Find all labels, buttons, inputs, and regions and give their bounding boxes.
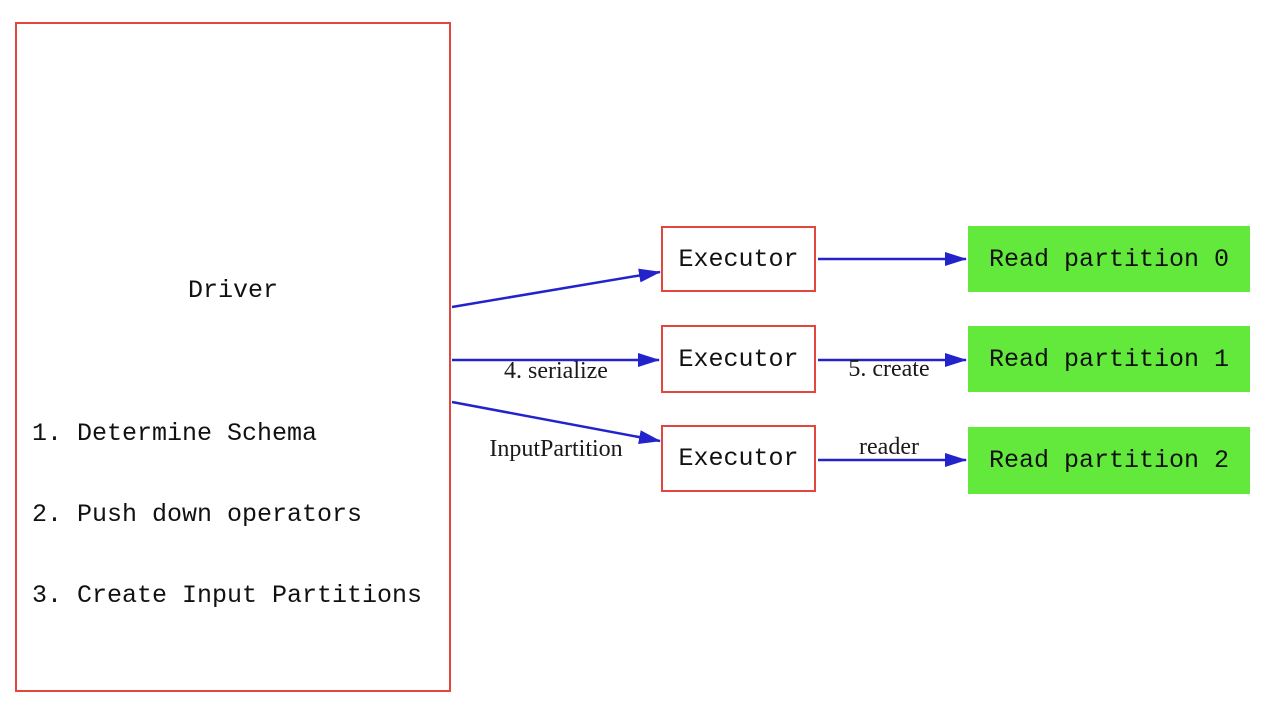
- driver-title: Driver: [187, 276, 278, 305]
- driver-steps: 1. Determine Schema 2. Push down operato…: [32, 366, 422, 663]
- arrow-label-create-reader: 5. create reader: [799, 304, 979, 512]
- arrow-driver-to-executor-1: [451, 268, 661, 309]
- driver-box: Driver 1. Determine Schema 2. Push down …: [15, 22, 451, 692]
- arrow-label-serialize-line2: InputPartition: [489, 436, 623, 462]
- arrow-label-reader-line1: 5. create: [848, 356, 930, 382]
- driver-step-2: 2. Push down operators: [32, 500, 363, 529]
- arrow-label-serialize-inputpartition: 4. serialize InputPartition: [456, 306, 656, 514]
- driver-step-3: 3. Create Input Partitions: [32, 581, 423, 610]
- partition-box-2: Read partition 2: [968, 427, 1250, 494]
- driver-step-1: 1. Determine Schema: [32, 419, 318, 448]
- executor-box-2: Executor: [661, 325, 816, 393]
- executor-box-3: Executor: [661, 425, 816, 492]
- executor-box-1: Executor: [661, 226, 816, 292]
- partition-box-0: Read partition 0: [968, 226, 1250, 292]
- arrow-label-reader-line2: reader: [859, 434, 919, 460]
- arrow-label-serialize-line1: 4. serialize: [504, 358, 608, 384]
- partition-box-1: Read partition 1: [968, 326, 1250, 392]
